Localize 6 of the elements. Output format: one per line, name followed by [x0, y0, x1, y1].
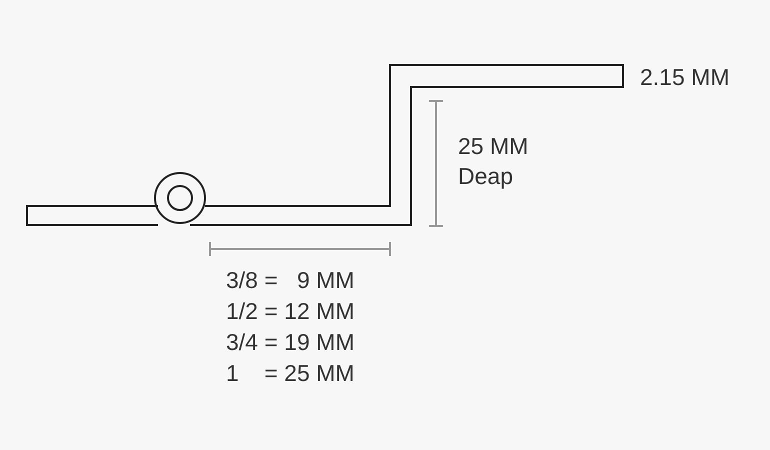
- size-label: 3/4 = 19 MM: [226, 328, 354, 357]
- size-label: 1 = 25 MM: [226, 359, 354, 388]
- size-label: 1/2 = 12 MM: [226, 297, 354, 326]
- dimension-label: 25 MM Deap: [458, 132, 530, 191]
- dimension-label: 2.15 MM: [640, 63, 730, 92]
- size-label: 3/8 = 9 MM: [226, 266, 354, 295]
